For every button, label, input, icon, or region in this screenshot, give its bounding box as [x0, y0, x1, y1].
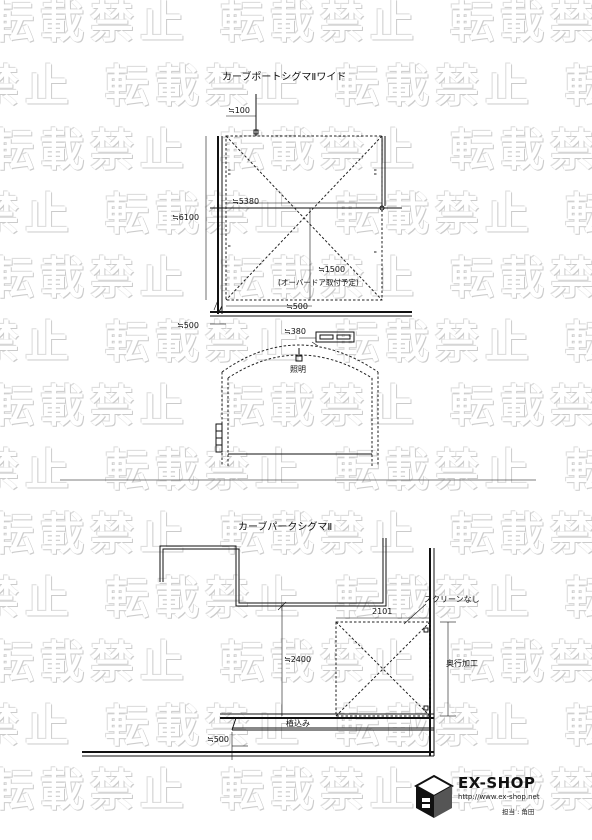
dim-380: ≒380 — [284, 327, 306, 336]
planting-label: 植込み — [286, 718, 310, 728]
dim-500: ≒500 — [207, 735, 229, 744]
watermark-text: 転載禁止 — [450, 637, 592, 688]
watermark-text: 転載禁止 — [220, 637, 420, 688]
section1-title: カーブポートシグマⅡワイド — [222, 70, 346, 83]
watermark-text: 転載禁止 — [0, 317, 75, 368]
watermark-text: 転載禁止 — [565, 562, 592, 626]
watermark-text: 転載禁止 — [0, 765, 190, 816]
dim-100: ≒100 — [228, 106, 250, 115]
watermark-text: 転載禁止 — [450, 0, 592, 48]
section1-carport-outline — [225, 129, 385, 301]
section1-elevation: 照明 ≒380 — [215, 327, 379, 466]
watermark-text: 転載禁止 — [0, 61, 75, 112]
ex-shop-cube-icon — [414, 774, 454, 818]
watermark-text: 転載禁止 — [335, 189, 535, 240]
watermark-text: 転載禁止 — [105, 701, 305, 752]
watermark-text: 転載禁止 — [335, 61, 535, 112]
dim-6100: ≒6100 — [172, 213, 199, 222]
watermark-text: 転載禁止 — [335, 701, 535, 752]
dim-2400: ≒2400 — [284, 655, 311, 664]
watermark-text: 転載禁止 — [0, 381, 190, 432]
ex-shop-logo: EX-SHOP http://www.ex-shop.net 担当 : 角田 — [414, 772, 564, 822]
section1-dimensions: ≒100 ≒5380 ≒6100 ≒1500 (オーバードア取付予定) ≒500… — [172, 106, 382, 330]
watermark-text: 転載禁止 — [565, 178, 592, 242]
watermark-text: 転載禁止 — [565, 434, 592, 498]
section2-walls — [82, 538, 435, 757]
dim-500-left: ≒500 — [177, 321, 199, 330]
logo-url: http://www.ex-shop.net — [458, 793, 540, 801]
watermark-text: 転載禁止 — [565, 306, 592, 370]
watermark-text: 転載禁止 — [335, 317, 535, 368]
dim-1500: ≒1500 — [318, 265, 345, 274]
watermark-text: 転載禁止 — [450, 125, 592, 176]
watermark-text: 転載禁止 — [565, 690, 592, 754]
depth-note: 奥行加工 — [446, 658, 478, 668]
watermark-text: 転載禁止 — [0, 189, 75, 240]
watermark-text: 転載禁止 — [0, 0, 190, 48]
dim-2101: 2101 — [372, 607, 392, 616]
watermark-text: 転載禁止 — [565, 50, 592, 114]
door-note: (オーバードア取付予定) — [278, 277, 359, 287]
dim-500-bottom: ≒500 — [286, 302, 308, 311]
section2-carport-outline — [335, 621, 431, 717]
watermark-text: 転載禁止 — [450, 381, 592, 432]
watermark-text: 転載禁止 — [0, 125, 190, 176]
watermark-text: 転載禁止 — [220, 0, 420, 48]
section2-title: カーブパークシグマⅡ — [238, 520, 332, 533]
watermark-text: 転載禁止 — [450, 765, 592, 816]
watermark-text: 転載禁止 — [0, 573, 75, 624]
dim-5380: ≒5380 — [232, 197, 259, 206]
watermark-text: 転載禁止 — [220, 381, 420, 432]
watermark-text: 転載禁止 — [335, 573, 535, 624]
screen-note: スクリーンなし — [424, 595, 480, 604]
section2-dimensions: 2101 スクリーンなし ≒2400 奥行加工 植込み ≒500 — [207, 595, 480, 760]
watermark-text: 転載禁止 — [450, 509, 592, 560]
watermark-text: 転載禁止 — [220, 509, 420, 560]
watermark-text: 転載禁止 — [105, 189, 305, 240]
watermark-text: 転載禁止 — [0, 701, 75, 752]
watermark-text: 転載禁止 — [450, 253, 592, 304]
logo-name: EX-SHOP — [458, 774, 536, 792]
light-label: 照明 — [290, 365, 306, 374]
watermark-text: 転載禁止 — [0, 637, 190, 688]
watermark-text: 転載禁止 — [220, 765, 420, 816]
watermark-text: 転載禁止 — [105, 61, 305, 112]
watermark-text: 転載禁止 — [0, 509, 190, 560]
watermark-text: 転載禁止 — [0, 445, 75, 496]
watermark-text: 転載禁止 — [0, 253, 190, 304]
watermark-text: 転載禁止 — [105, 573, 305, 624]
staff-label: 担当 : 角田 — [502, 808, 535, 816]
